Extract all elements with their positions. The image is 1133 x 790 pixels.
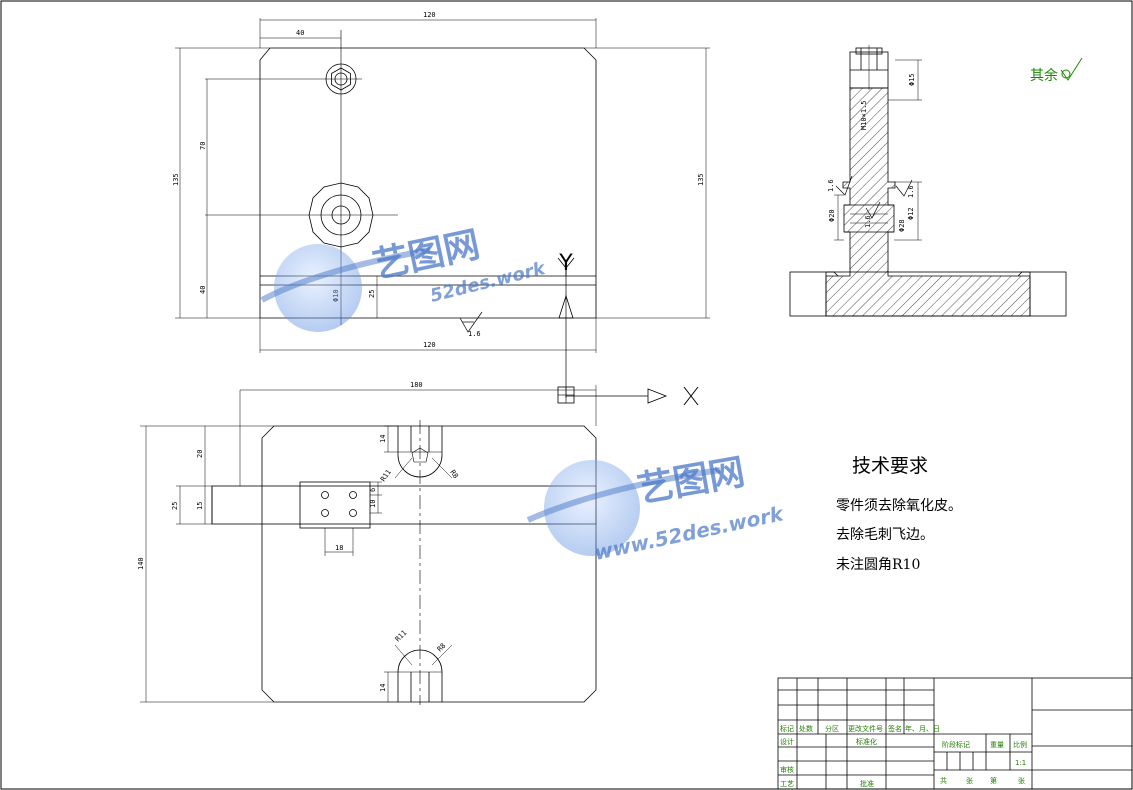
dim-front-offset-40: 40	[296, 29, 304, 37]
watermark-globe-icon	[274, 244, 362, 332]
dim-side-thread: M10×1.5	[860, 100, 868, 130]
tech-requirements: 技术要求 零件须去除氧化皮。 去除毛刺飞边。 未注圆角R10	[836, 455, 962, 573]
dim-front-40: 40	[199, 286, 207, 294]
tb-label-scale: 比例	[1013, 740, 1027, 749]
roughness-note-text: 其余	[1030, 67, 1058, 84]
tb-label-review: 审核	[780, 765, 794, 774]
dim-side-phi20: Φ20	[828, 209, 836, 222]
front-view	[175, 18, 710, 398]
watermark-globe-icon-2	[544, 460, 640, 556]
dim-top-14-top: 14	[379, 435, 387, 443]
tech-requirements-title: 技术要求	[852, 455, 928, 477]
dim-top-r11-lower: R11	[394, 629, 409, 644]
dim-top-6: 6	[369, 488, 377, 492]
dim-front-width-top: 120	[423, 11, 436, 19]
dim-top-r11-upper: R11	[379, 468, 393, 483]
tb-label-design: 设计	[780, 737, 794, 746]
dim-top-20: 20	[196, 450, 204, 458]
title-block	[777, 677, 1133, 790]
roughness-note: 其余	[1030, 57, 1083, 84]
tb-label-date: 年、月、日	[905, 724, 940, 733]
tb-label-sheet: 张	[1018, 776, 1025, 785]
dim-side-phi28: Φ28	[898, 219, 906, 232]
roughness-side-2: 1.6	[864, 215, 872, 228]
dim-top-r8-lower: R8	[436, 642, 448, 654]
title-block-labels: 标记 处数 分区 更改文件号 签名 年、月、日 设计 标准化 审核 工艺 批准 …	[780, 724, 1027, 788]
dim-top-10: 10	[369, 500, 377, 508]
dim-top-15: 15	[196, 502, 204, 510]
roughness-front: 1.6	[468, 330, 481, 338]
dim-front-width-bottom: 120	[423, 341, 436, 349]
dim-side-phi12: Φ12	[907, 207, 915, 220]
dim-front-height-right: 135	[697, 173, 705, 186]
roughness-side-3: 1.6	[907, 185, 915, 198]
tb-scale-value: 1:1	[1015, 759, 1026, 767]
dim-front-height-left: 135	[172, 173, 180, 186]
tb-label-process: 工艺	[780, 780, 794, 788]
dim-top-14-bottom: 14	[379, 684, 387, 692]
tb-label-standard: 标准化	[856, 737, 877, 746]
tech-requirement-line-2: 去除毛刺飞边。	[836, 527, 934, 543]
watermark-1: 艺图网 52des.work	[260, 224, 548, 332]
tb-label-sign: 签名	[888, 724, 902, 733]
dim-front-25: 25	[368, 290, 376, 298]
tb-label-count: 处数	[799, 724, 813, 733]
dim-top-height: 140	[137, 557, 145, 570]
tb-label-approve: 批准	[860, 779, 874, 788]
axis-y-label: Y	[558, 251, 573, 276]
tb-label-total: 共	[940, 776, 947, 785]
tb-label-weight: 重量	[990, 741, 1004, 749]
side-section-view: Φ15 M10×1.5 Φ20 Φ28 Φ12 1.6 1.6 1.6	[789, 45, 1067, 317]
tb-label-mark: 标记	[780, 724, 794, 733]
tech-requirement-line-1: 零件须去除氧化皮。	[836, 498, 962, 514]
watermark-2: 艺图网 www.52des.work	[526, 452, 787, 565]
dim-top-18: 18	[335, 544, 343, 552]
tb-label-stage: 阶段标记	[942, 740, 970, 749]
top-view	[140, 385, 699, 705]
tb-label-change-doc: 更改文件号	[848, 724, 883, 733]
tech-requirement-line-3: 未注圆角R10	[836, 557, 920, 573]
tb-label-sheets: 张	[966, 776, 973, 785]
dim-top-25: 25	[171, 502, 179, 510]
tb-label-no: 第	[990, 776, 997, 785]
dim-side-phi15: Φ15	[908, 73, 916, 86]
front-view-labels: 120 40 135 135 70 40 25 Φ10 120 1.6 Y	[172, 11, 705, 349]
watermark-name-2: 艺图网	[634, 452, 747, 511]
dim-top-r8-upper: R8	[448, 469, 459, 481]
dim-top-length: 180	[410, 381, 423, 389]
roughness-side-1: 1.6	[827, 179, 835, 192]
tb-label-zone: 分区	[825, 724, 839, 733]
dim-front-70: 70	[199, 142, 207, 150]
